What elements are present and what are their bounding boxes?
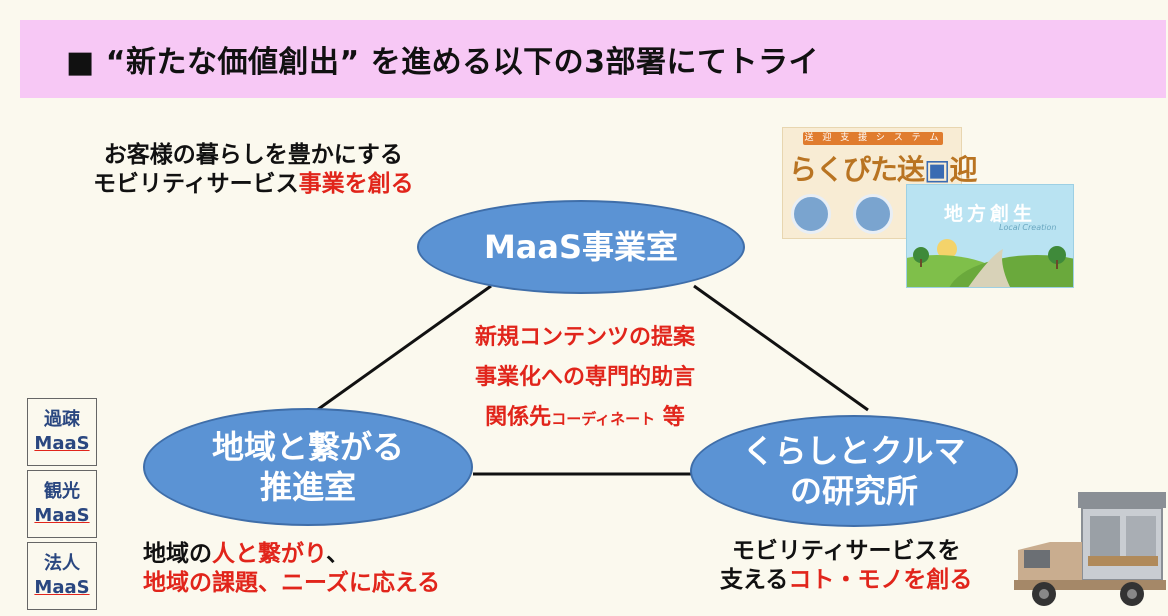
- rakupita-logo-text-end: 迎: [949, 153, 977, 186]
- maas-type-label: 法人: [44, 553, 80, 574]
- maas-type-box: 法人 MaaS: [27, 542, 97, 610]
- caption-maas: お客様の暮らしを豊かにする モビリティサービス事業を創る: [93, 141, 414, 199]
- caption-life-line2-black: 支える: [720, 567, 789, 593]
- center-item-2: 事業化への専門的助言: [474, 365, 695, 390]
- caption-region-line1-red: 人と繋がり: [212, 541, 327, 567]
- maas-type-box: 観光 MaaS: [27, 470, 97, 538]
- mobile-shop-truck-icon: [1014, 492, 1166, 606]
- node-maas-office: MaaS事業室: [417, 200, 745, 294]
- chihou-sousei-image: 地方創生 Local Creation: [906, 184, 1074, 288]
- chihou-title: 地方創生: [943, 203, 1036, 225]
- chihou-subtitle: Local Creation: [999, 223, 1057, 232]
- page-title: ■ “新たな価値創出” を進める以下の3部署にてトライ: [66, 45, 820, 80]
- caption-region: 地域の人と繋がり、 地域の課題、ニーズに応える: [143, 540, 440, 598]
- caption-region-line1-black: 地域の: [143, 541, 212, 567]
- rakupita-logo-text: らくぴた送: [789, 153, 925, 186]
- connector-maas-region: [288, 284, 492, 432]
- rakupita-banner: 送 迎 支 援 シ ス テ ム: [803, 132, 943, 145]
- maas-type-sub: MaaS: [34, 577, 90, 598]
- rakupita-logo: らくぴた送▣迎: [789, 148, 978, 188]
- node-regional-promotion-office: 地域と繋がる 推進室: [143, 408, 473, 526]
- maas-type-box: 過疎 MaaS: [27, 398, 97, 466]
- maas-type-label: 過疎: [44, 409, 80, 430]
- center-item-3-small: コーディネート: [551, 410, 656, 428]
- caption-life-line2: 支えるコト・モノを創る: [720, 566, 972, 595]
- caption-region-line2: 地域の課題、ニーズに応える: [143, 570, 441, 596]
- maas-type-label: 観光: [44, 481, 80, 502]
- caption-life: モビリティサービスを 支えるコト・モノを創る: [720, 537, 972, 595]
- maas-type-sub: MaaS: [34, 433, 90, 454]
- connector-maas-life: [693, 284, 869, 412]
- caption-maas-line2: モビリティサービス事業を創る: [93, 170, 414, 199]
- center-item-1: 新規コンテンツの提案: [474, 325, 695, 350]
- caption-maas-line1: お客様の暮らしを豊かにする: [103, 142, 403, 168]
- center-item-3-tail: 等: [655, 405, 685, 430]
- maas-type-list: 過疎 MaaS 観光 MaaS 法人 MaaS: [27, 398, 99, 614]
- tablet-photo-icon: [853, 194, 893, 234]
- maas-type-sub: MaaS: [34, 505, 90, 526]
- center-item-3: 関係先コーディネート 等: [420, 398, 750, 439]
- caption-region-line1-tail: 、: [326, 541, 350, 567]
- caption-maas-line2-black: モビリティサービス: [93, 171, 299, 197]
- node-life-and-car-lab: くらしとクルマ の研究所: [690, 415, 1018, 527]
- person-photo-icon: [791, 194, 831, 234]
- caption-region-line1: 地域の人と繋がり、: [143, 540, 440, 569]
- center-item-3-main: 関係先: [485, 405, 552, 430]
- title-bar: ■ “新たな価値創出” を進める以下の3部署にてトライ: [20, 20, 1166, 98]
- caption-life-line2-red: コト・モノを創る: [788, 567, 973, 593]
- center-support-list: 新規コンテンツの提案 事業化への専門的助言 関係先コーディネート 等: [420, 318, 750, 439]
- car-icon: ▣: [924, 153, 950, 186]
- landscape-illustration-icon: [907, 239, 1073, 287]
- caption-maas-line2-red: 事業を創る: [298, 171, 414, 197]
- caption-life-line1: モビリティサービスを: [731, 538, 961, 564]
